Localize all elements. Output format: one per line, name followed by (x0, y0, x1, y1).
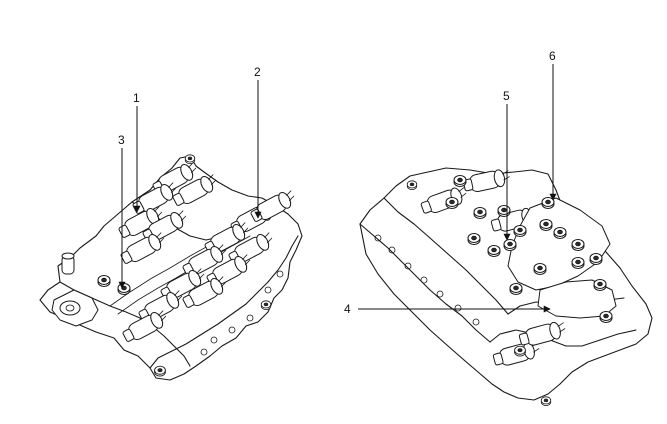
callout-6-label: 6 (549, 49, 556, 63)
valve-body-assembly-right (359, 167, 653, 407)
callout-5-label: 5 (503, 89, 510, 103)
callout-1: 1 (133, 91, 141, 213)
callout-2-label: 2 (254, 65, 261, 79)
callout-3: 3 (118, 133, 126, 289)
callout-4-label: 4 (344, 302, 351, 316)
callout-5: 5 (503, 89, 511, 241)
valve-body-assembly-left (39, 154, 303, 381)
callout-3-label: 3 (118, 133, 125, 147)
callout-2: 2 (254, 65, 262, 219)
callout-4: 4 (344, 302, 551, 316)
callout-1-label: 1 (133, 91, 140, 105)
callout-6: 6 (549, 49, 557, 201)
